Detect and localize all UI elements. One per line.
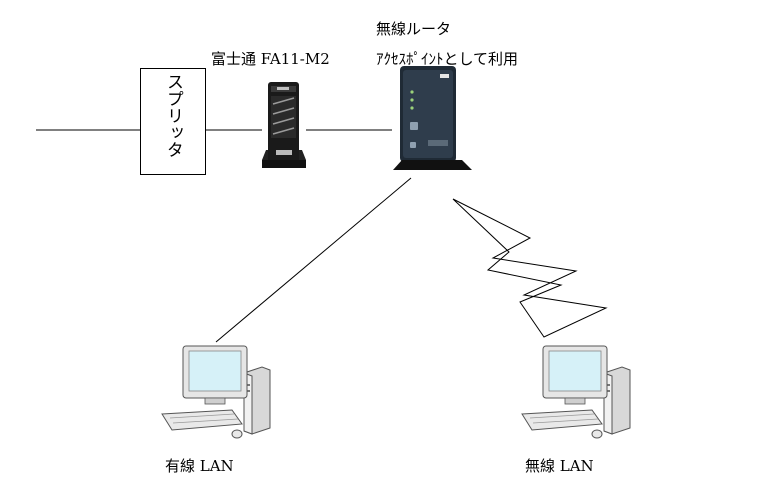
wired-desktop-pc-icon	[161, 345, 271, 439]
wired-lan-label: 有線 LAN	[165, 457, 234, 475]
modem-device-icon	[262, 82, 306, 168]
modem-label: 富士通 FA11-M2	[211, 50, 330, 68]
wireless-lan-label: 無線 LAN	[525, 457, 594, 475]
line-router-wired-pc	[215, 177, 412, 343]
router-title: 無線ルータ	[376, 20, 452, 38]
splitter-label: スプリッタ	[163, 73, 183, 158]
wireless-signal-icon	[452, 198, 608, 338]
wireless-router-icon	[393, 66, 472, 170]
wireless-desktop-pc-icon	[521, 345, 631, 439]
router-subtitle: ｱｸｾｽﾎﾟｲﾝﾄとして利用	[376, 50, 519, 68]
splitter-box: スプリッタ	[140, 68, 206, 175]
